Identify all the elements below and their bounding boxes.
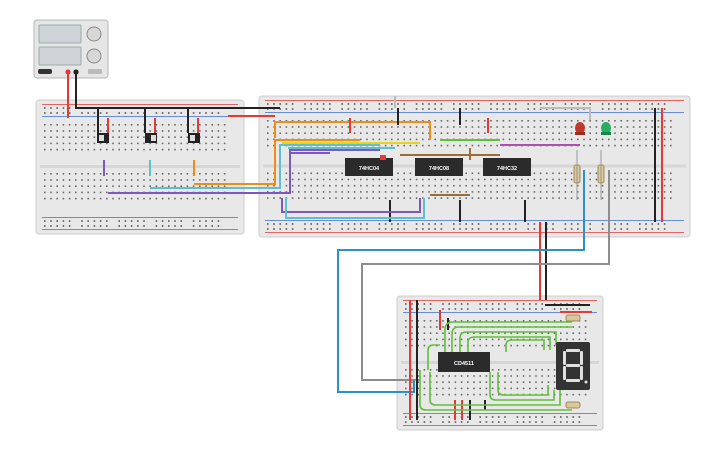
seven-segment-display[interactable] <box>556 342 590 390</box>
chip-74HC08[interactable]: 74HC08 <box>415 158 463 176</box>
display-digit <box>563 349 588 384</box>
segment-wires <box>419 321 572 411</box>
chip-label-u2: 74HC08 <box>429 166 449 172</box>
resistors-main[interactable] <box>573 150 605 200</box>
red-led[interactable] <box>575 122 585 135</box>
chip-label-u3: 74HC32 <box>497 166 517 172</box>
breadboard-rails <box>40 100 686 426</box>
interboard-wires <box>337 170 610 393</box>
chip-74HC04[interactable]: 74HC04 <box>345 155 393 176</box>
chip-label-u1: 74HC04 <box>359 166 380 172</box>
slide-switches[interactable] <box>97 133 200 143</box>
resistors-bottom[interactable] <box>565 314 581 409</box>
bottom-wires <box>409 300 592 420</box>
main-wires <box>274 96 663 222</box>
left-wires <box>97 107 380 194</box>
chip-74HC32[interactable]: 74HC32 <box>483 158 531 176</box>
chip-label-u4: CD4511 <box>454 361 474 367</box>
green-led[interactable] <box>601 122 611 135</box>
power-supply[interactable] <box>33 19 109 79</box>
supply-wires <box>67 74 280 118</box>
chip-CD4511[interactable]: CD4511 <box>438 352 490 372</box>
